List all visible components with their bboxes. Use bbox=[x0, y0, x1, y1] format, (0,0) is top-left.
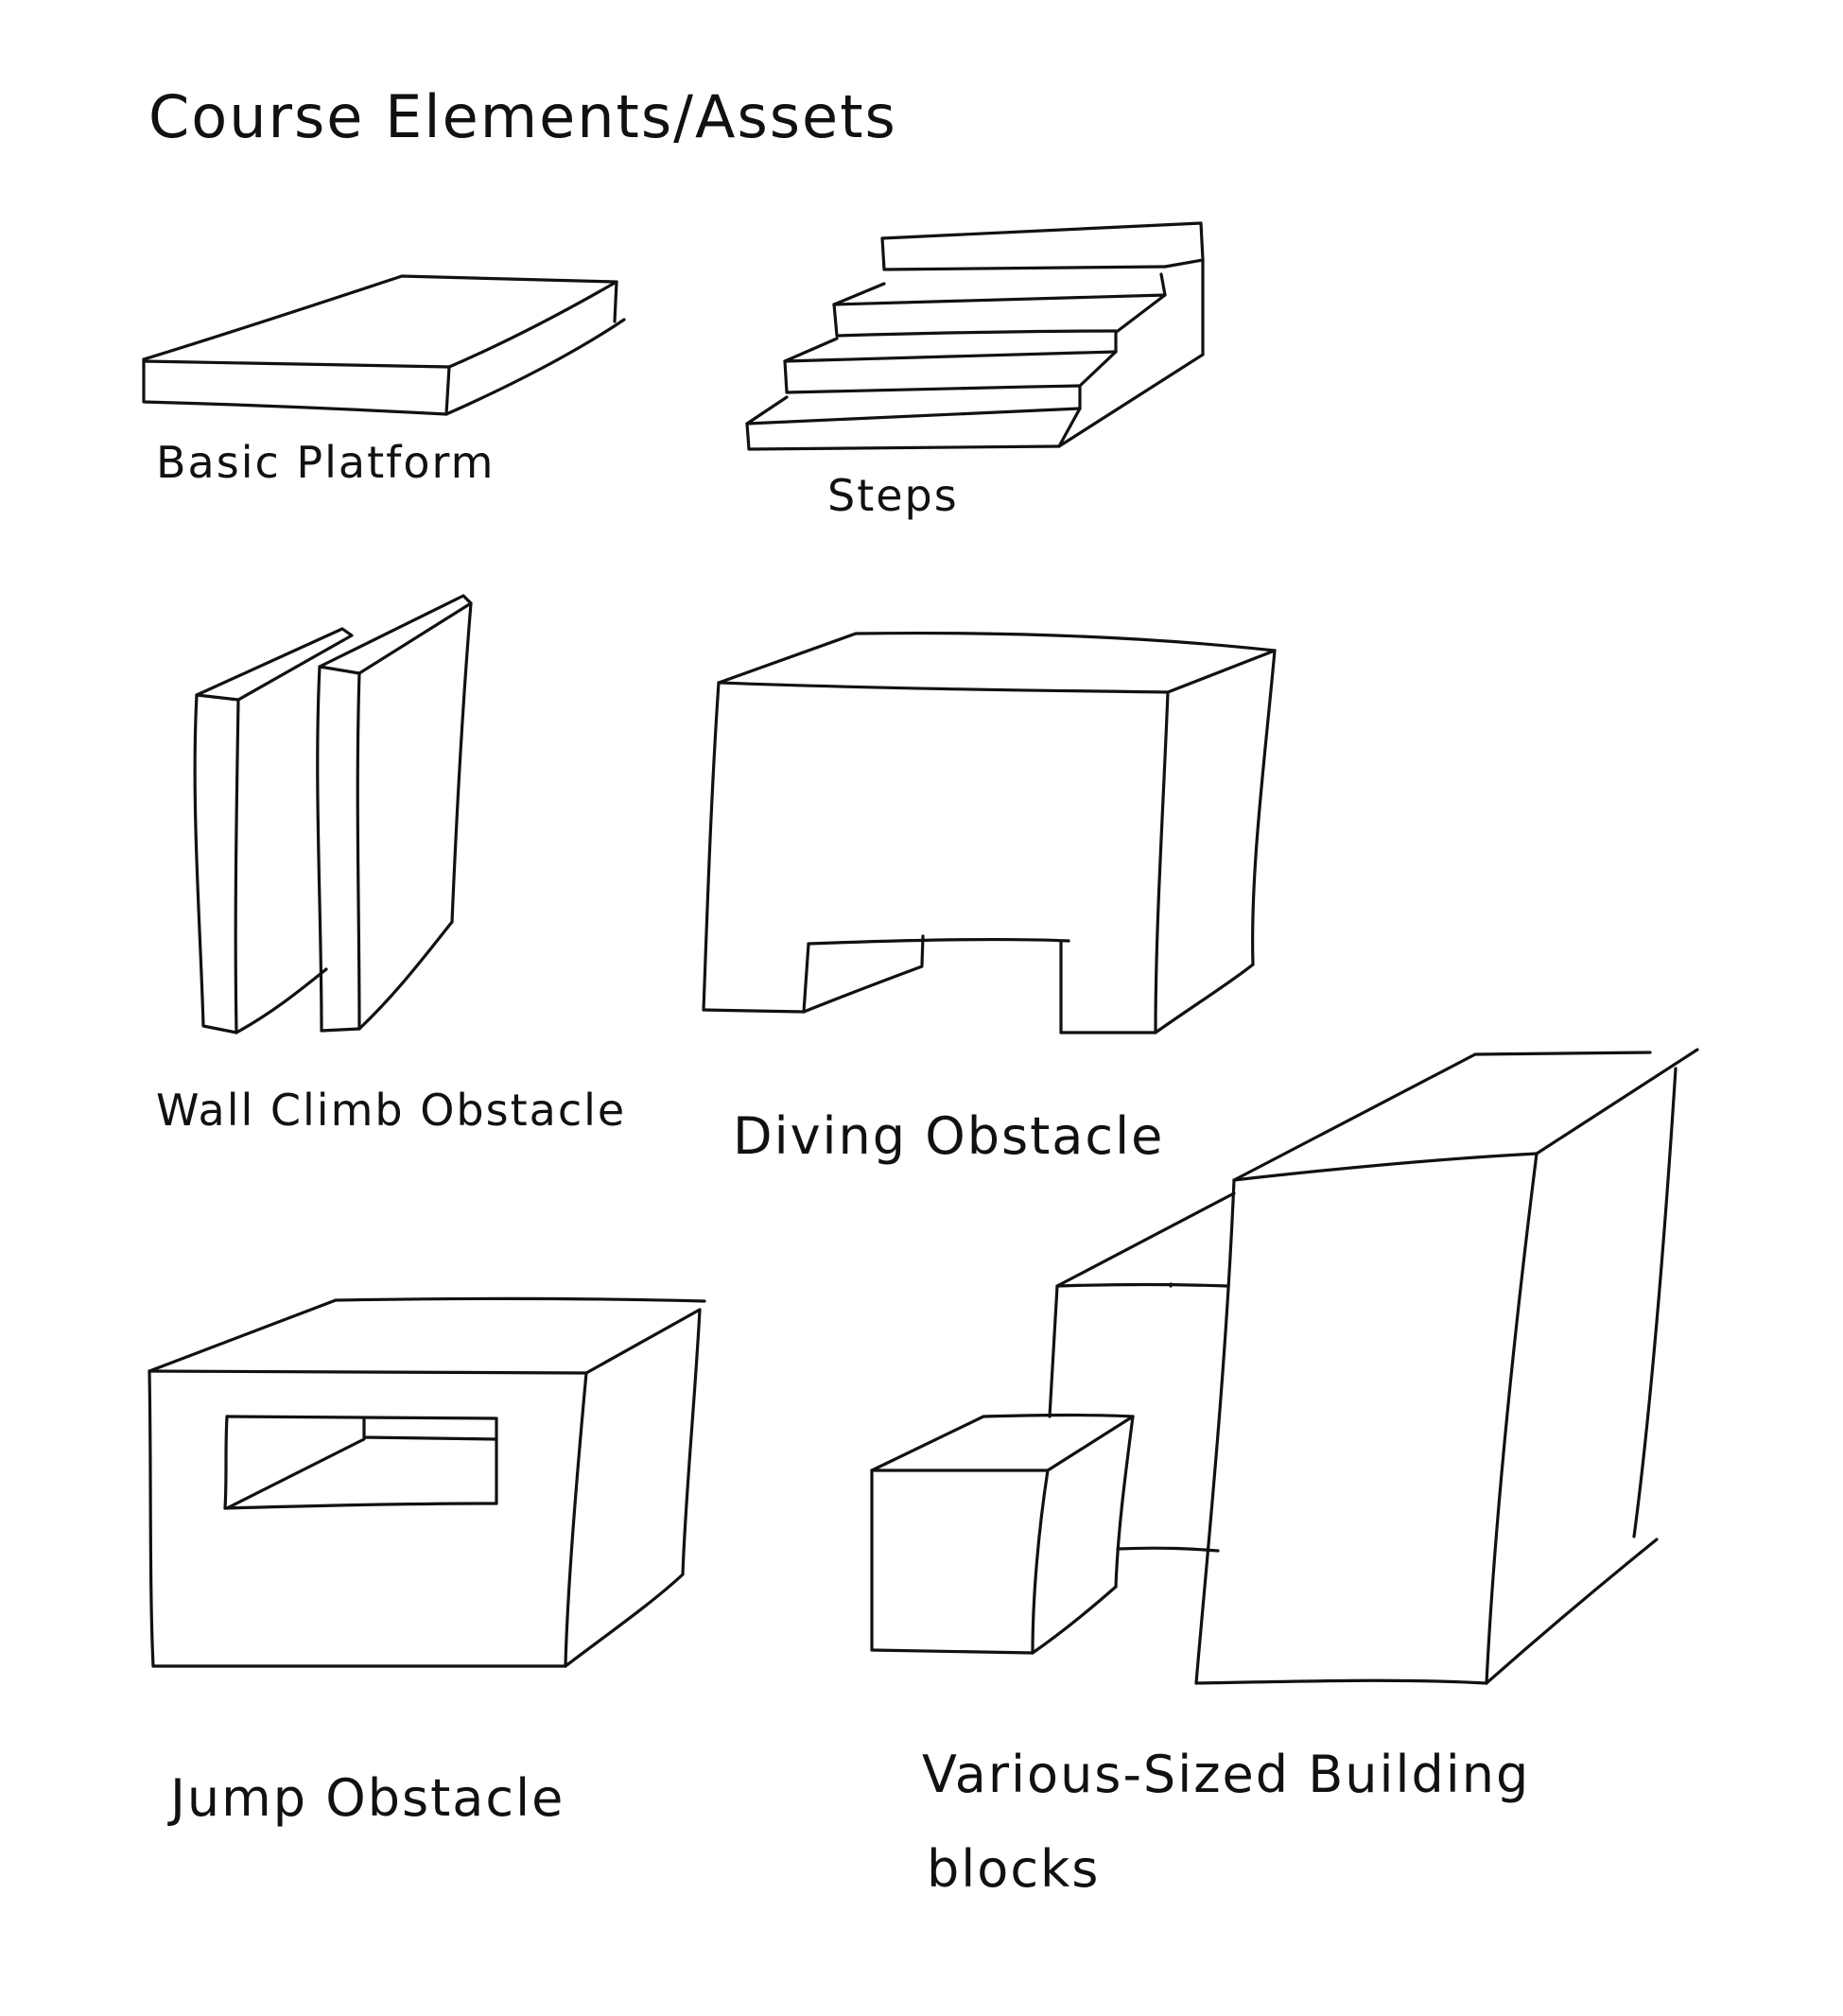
wall-climb-label: Wall Climb Obstacle bbox=[156, 1085, 626, 1136]
jump-obstacle-label: Jump Obstacle bbox=[167, 1768, 565, 1828]
jump-obstacle-icon bbox=[149, 1298, 704, 1666]
building-blocks-label-line1: Various-Sized Building bbox=[922, 1745, 1530, 1804]
building-blocks-label-line2: blocks bbox=[927, 1839, 1100, 1899]
wall-climb-obstacle-icon bbox=[195, 596, 471, 1033]
diving-obstacle-label: Diving Obstacle bbox=[733, 1106, 1164, 1166]
steps-label: Steps bbox=[827, 470, 959, 521]
basic-platform-icon bbox=[144, 276, 624, 414]
page-title: Course Elements/Assets bbox=[148, 82, 897, 151]
diving-obstacle-icon bbox=[704, 634, 1275, 1033]
basic-platform-label: Basic Platform bbox=[156, 437, 495, 488]
steps-icon bbox=[747, 223, 1203, 449]
